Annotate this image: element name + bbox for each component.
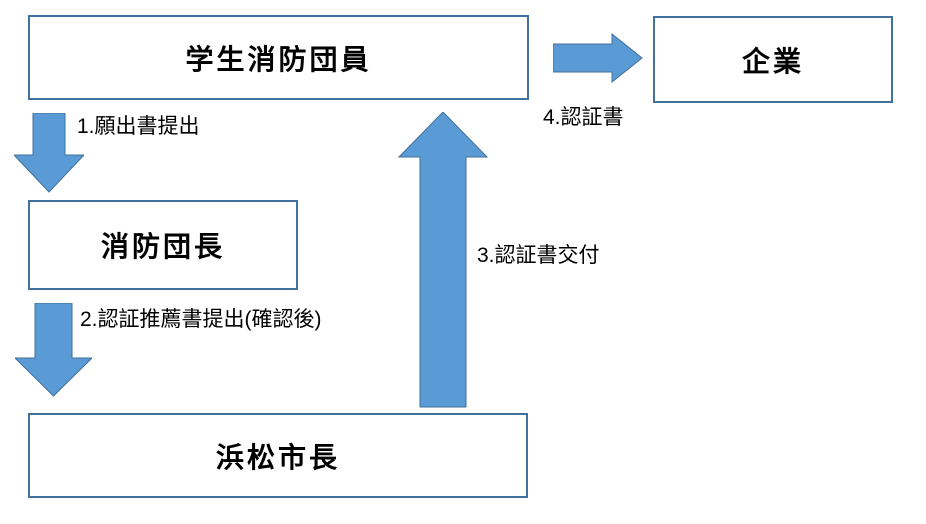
node-fire-chief: 消防団長 xyxy=(28,200,298,290)
step1-label: 1.願出書提出 xyxy=(77,115,200,138)
node-fire-chief-label: 消防団長 xyxy=(100,231,225,262)
down-arrow-step2-icon xyxy=(15,303,92,397)
down-arrow-step1-icon xyxy=(14,113,84,193)
up-arrow-step3-icon xyxy=(398,112,488,408)
step2-label: 2.認証推薦書提出(確認後) xyxy=(80,308,322,331)
node-student-firefighter-label: 学生消防団員 xyxy=(185,43,372,75)
node-company: 企業 xyxy=(653,16,893,103)
node-company-label: 企業 xyxy=(741,45,804,77)
node-mayor: 浜松市長 xyxy=(28,413,528,498)
right-arrow-step4-icon xyxy=(553,33,643,83)
node-student-firefighter: 学生消防団員 xyxy=(28,15,529,100)
node-mayor-label: 浜松市長 xyxy=(215,441,340,473)
step3-label: 3.認証書交付 xyxy=(477,244,600,267)
step4-label: 4.認証書 xyxy=(543,106,624,129)
